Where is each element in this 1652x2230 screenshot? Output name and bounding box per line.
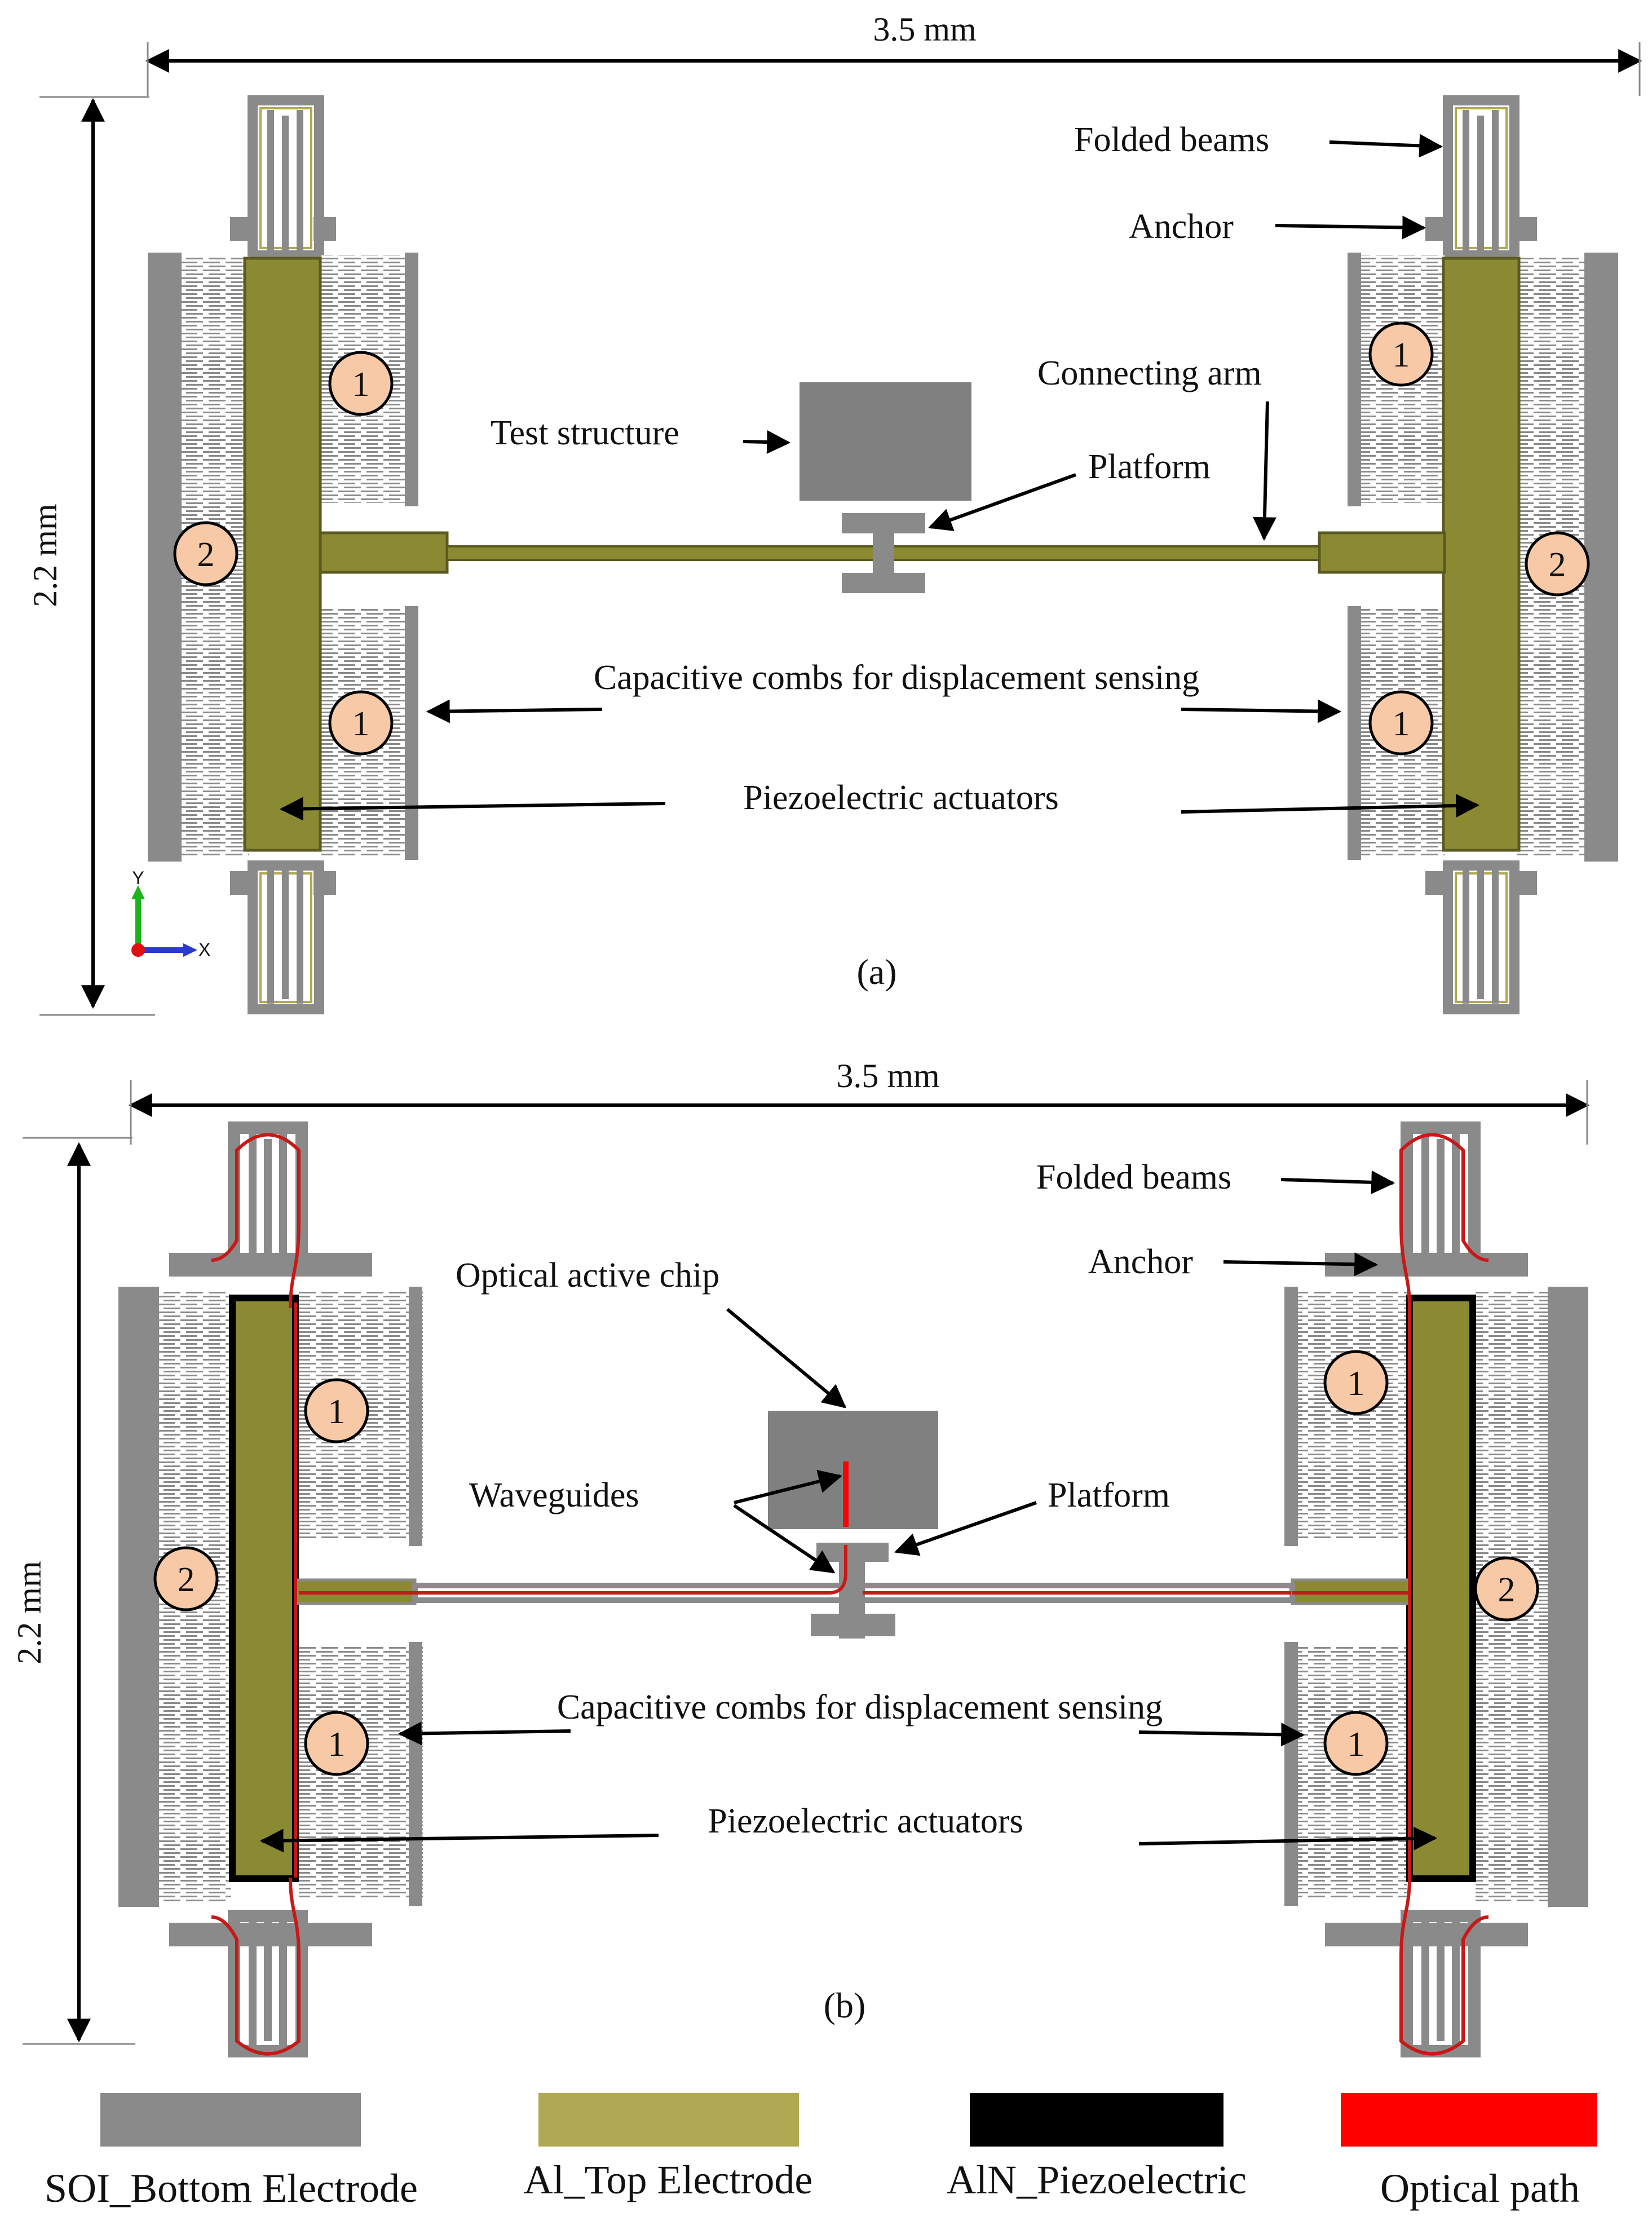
marker-2-left-b: 2: [153, 1546, 219, 1611]
marker-2-right-b: 2: [1474, 1556, 1539, 1622]
legend-swatch-al: [538, 2093, 799, 2147]
svg-text:1: 1: [328, 1725, 346, 1764]
inner-comb-bottom-left-b: [299, 1646, 423, 1897]
marker-1-left-top-b: 1: [304, 1378, 369, 1443]
svg-text:1: 1: [1348, 1365, 1365, 1403]
panel-label-b: (b): [824, 1985, 866, 2025]
svg-text:1: 1: [352, 365, 370, 404]
legend-swatch-aln: [970, 2093, 1223, 2147]
label-anchor-a: Anchor: [1129, 207, 1234, 246]
legend-swatch-optical: [1341, 2093, 1597, 2147]
marker-1-right-top-b: 1: [1323, 1350, 1389, 1415]
inner-comb-top-left-bar: [405, 253, 418, 506]
svg-text:1: 1: [1393, 705, 1410, 743]
anchor-bottom-right-2: [1514, 871, 1537, 895]
svg-text:1: 1: [1348, 1725, 1365, 1764]
piezo-actuator-right-b: [1406, 1295, 1476, 1882]
legend-label-aln: AlN_Piezoelectric: [947, 2157, 1247, 2202]
label-platform-a: Platform: [1088, 448, 1211, 486]
anchor-bottom-left-2: [313, 871, 336, 895]
legend-label-optical: Optical path: [1380, 2166, 1580, 2211]
width-label-a: 3.5 mm: [873, 11, 976, 48]
anchor-top-right-2: [1514, 217, 1537, 241]
label-actuators-a: Piezoelectric actuators: [743, 779, 1058, 817]
svg-text:1: 1: [352, 705, 370, 743]
piezo-actuator-left-b: [229, 1295, 299, 1882]
anchor-top-left-2: [313, 217, 336, 241]
folded-beams-bottom-left: [248, 860, 324, 1014]
axes-indicator: Y X: [131, 868, 210, 960]
marker-2-left: 2: [173, 521, 238, 586]
inner-comb-top-right-bar: [1348, 253, 1361, 506]
folded-beams-top-right: [1443, 95, 1520, 260]
height-label-a: 2.2 mm: [26, 504, 64, 607]
outer-comb-left-b: [118, 1287, 159, 1907]
test-structure: [800, 382, 971, 501]
anchor-bottom-left-1: [230, 871, 253, 895]
svg-text:1: 1: [328, 1393, 346, 1431]
panel-b: 3.5 mm 2.2 mm: [11, 1057, 1590, 2057]
label-waveguides: Waveguides: [469, 1476, 639, 1514]
svg-text:2: 2: [197, 536, 215, 574]
svg-text:2: 2: [1549, 546, 1566, 584]
anchor-top-right-1: [1425, 217, 1448, 241]
marker-1-left-top: 1: [328, 351, 394, 416]
height-label-b: 2.2 mm: [11, 1561, 48, 1664]
label-anchor-b: Anchor: [1088, 1243, 1193, 1281]
actuator-stub-right: [1318, 531, 1446, 574]
inner-comb-bottom-left-bar: [405, 606, 418, 860]
panel-a: 3.5 mm 2.2 mm: [26, 11, 1642, 1016]
right-device-b: [1284, 1121, 1588, 2057]
piezo-actuator-left: [243, 257, 322, 852]
marker-1-right-bottom: 1: [1368, 690, 1434, 756]
legend-label-al: Al_Top Electrode: [524, 2157, 813, 2202]
axis-y-label: Y: [132, 868, 144, 888]
optical-path: [211, 1133, 1489, 2056]
svg-text:2: 2: [1498, 1571, 1516, 1609]
platform-a: [842, 513, 925, 593]
optical-active-chip: [768, 1411, 938, 1529]
anchor-top-left-1: [230, 217, 253, 241]
svg-text:1: 1: [1393, 336, 1410, 374]
label-platform-b: Platform: [1048, 1476, 1170, 1514]
label-folded-beams-b: Folded beams: [1036, 1158, 1231, 1196]
label-connecting-arm-a: Connecting arm: [1037, 354, 1262, 392]
marker-1-left-bottom: 1: [328, 690, 394, 756]
marker-1-right-top: 1: [1368, 321, 1434, 387]
label-optical-chip: Optical active chip: [456, 1256, 719, 1295]
label-test-structure: Test structure: [491, 414, 679, 452]
inner-comb-top-right-b: [1286, 1291, 1407, 1539]
legend: SOI_Bottom Electrode Al_Top Electrode Al…: [45, 2093, 1597, 2211]
anchor-bottom-right-1: [1425, 871, 1448, 895]
panel-label-a: (a): [856, 952, 896, 992]
piezo-actuator-right: [1442, 257, 1521, 852]
folded-beams-bottom-right: [1443, 860, 1520, 1014]
outer-comb-right: [1584, 253, 1618, 862]
label-actuators-b: Piezoelectric actuators: [708, 1802, 1023, 1840]
label-combs-a: Capacitive combs for displacement sensin…: [594, 659, 1199, 697]
legend-swatch-soi: [100, 2093, 361, 2147]
anchor-bottom-right-b: [1325, 1923, 1528, 1946]
anchor-top-left-b: [169, 1253, 372, 1277]
anchor-bottom-left-b: [169, 1923, 372, 1946]
inner-comb-bottom-right-bar: [1348, 606, 1361, 860]
axis-x-label: X: [198, 939, 210, 960]
width-label-b: 3.5 mm: [836, 1057, 939, 1094]
marker-1-right-bottom-b: 1: [1323, 1711, 1389, 1776]
label-folded-beams-a: Folded beams: [1074, 121, 1269, 159]
actuator-stub-left: [319, 531, 449, 574]
outer-comb-right-b: [1548, 1287, 1588, 1907]
marker-1-left-bottom-b: 1: [304, 1711, 369, 1776]
label-combs-b: Capacitive combs for displacement sensin…: [557, 1688, 1163, 1726]
folded-beams-top-left: [248, 95, 324, 260]
svg-text:2: 2: [178, 1561, 195, 1599]
legend-label-soi: SOI_Bottom Electrode: [45, 2166, 418, 2211]
marker-2-right: 2: [1525, 531, 1590, 597]
